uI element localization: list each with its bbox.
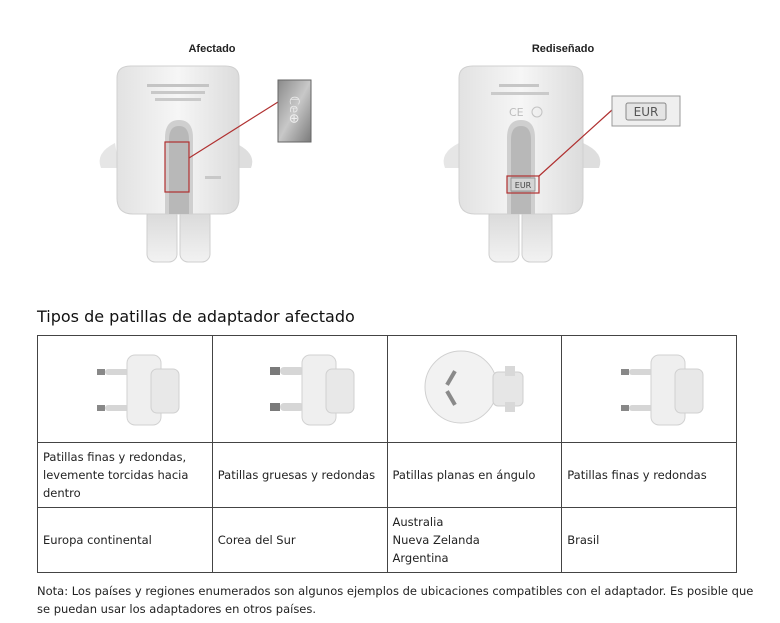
plug-image-cell (386, 335, 563, 443)
table-row (37, 335, 737, 443)
plug-types-table: Patillas finas y redondas, levemente tor… (37, 335, 737, 573)
affected-adapter-image: ℂ𝕖⊕ (99, 65, 312, 263)
affected-label: Afectado (188, 43, 236, 55)
plug-image-cell (211, 335, 388, 443)
round-pins-plug-icon (269, 354, 355, 425)
zoom-eur-badge: EUR (634, 105, 659, 119)
region-cell: Corea del Sur (211, 507, 388, 573)
region-cell: Australia Nueva Zelanda Argentina (386, 507, 563, 573)
pin-description: Patillas gruesas y redondas (211, 442, 388, 508)
pin-description: Patillas planas en ángulo (386, 442, 563, 508)
region-name: Europa continental (43, 533, 152, 547)
redesigned-adapter-image: CE EUR EUR (443, 65, 681, 263)
region-name: Australia (392, 515, 444, 529)
table-row: Europa continental Corea del Sur Austral… (37, 507, 737, 573)
region-name: Argentina (392, 551, 449, 565)
plug-image-cell (561, 335, 737, 443)
plug-image-cell (37, 335, 213, 443)
svg-text:CE: CE (509, 106, 524, 119)
pin-description: Patillas finas y redondas (561, 442, 737, 508)
small-eur-badge: EUR (515, 181, 532, 190)
redesigned-label: Rediseñado (531, 43, 595, 55)
angled-flat-pins-plug-icon (424, 350, 524, 423)
region-cell: Brasil (561, 507, 737, 573)
table-row: Patillas finas y redondas, levemente tor… (37, 442, 737, 508)
region-name: Brasil (567, 533, 600, 547)
section-title: Tipos de patillas de adaptador afectado (37, 307, 355, 326)
region-cell: Europa continental (37, 507, 213, 573)
round-pins-plug-icon (621, 354, 704, 425)
round-pins-plug-icon (96, 354, 180, 425)
svg-text:ℂ𝕖⊕: ℂ𝕖⊕ (286, 96, 301, 124)
region-name: Corea del Sur (217, 533, 296, 547)
pin-description: Patillas finas y redondas, levemente tor… (37, 442, 213, 508)
footnote: Nota: Los países y regiones enumerados s… (37, 584, 754, 616)
region-name: Nueva Zelanda (392, 533, 480, 547)
